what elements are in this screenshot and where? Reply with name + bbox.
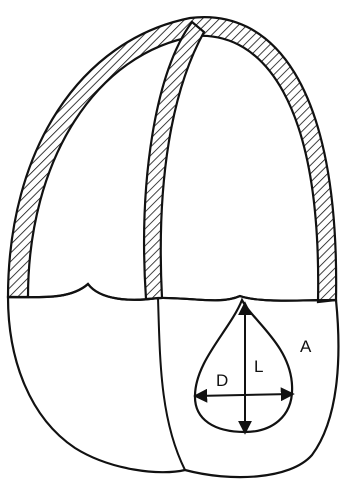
inner-rim [144, 22, 204, 299]
label-d: D [216, 371, 228, 390]
label-a: A [300, 337, 312, 356]
label-l: L [254, 357, 263, 376]
